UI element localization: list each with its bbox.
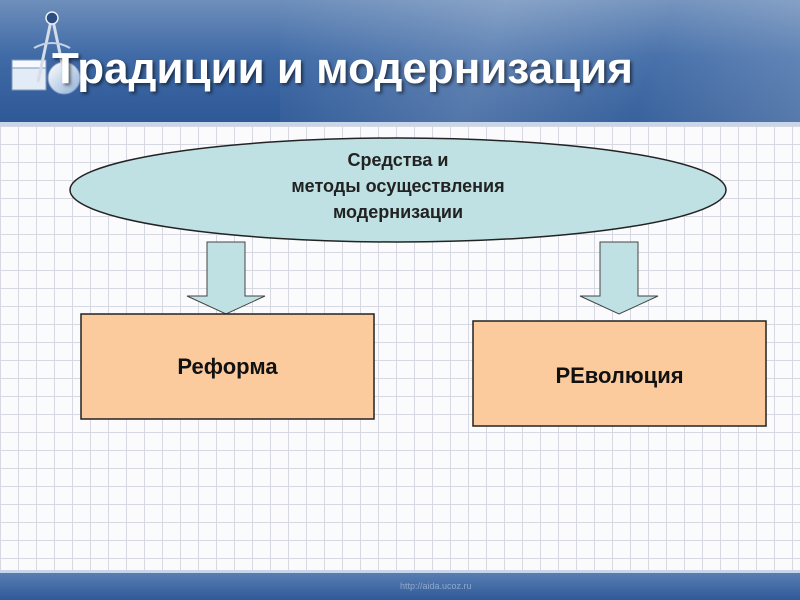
reform-label: Реформа xyxy=(177,354,278,379)
compass-logo-icon xyxy=(11,11,81,95)
revolution-label: РЕволюция xyxy=(555,363,684,388)
reform-box xyxy=(80,313,375,420)
central-node-line: методы осуществления xyxy=(291,176,505,196)
title-bar: Традиции и модернизация xyxy=(0,0,800,126)
revolution-box xyxy=(472,320,767,427)
central-node-line: модернизации xyxy=(332,202,464,222)
title-bar-underline xyxy=(0,122,800,126)
title-bar-shine xyxy=(280,0,800,126)
arrow-to-revolution-icon xyxy=(579,241,659,315)
footer-url: http://aida.ucoz.ru xyxy=(400,581,472,591)
footer-topline xyxy=(0,570,800,573)
arrow-to-reform-icon xyxy=(186,241,266,315)
footer-bar: http://aida.ucoz.ru xyxy=(0,570,800,600)
slide-title: Традиции и модернизация xyxy=(52,44,633,93)
central-node-label: Средства и методы осуществления модерниз… xyxy=(200,147,596,225)
central-node-line: Средства и xyxy=(347,150,449,170)
central-ellipse xyxy=(69,137,727,243)
